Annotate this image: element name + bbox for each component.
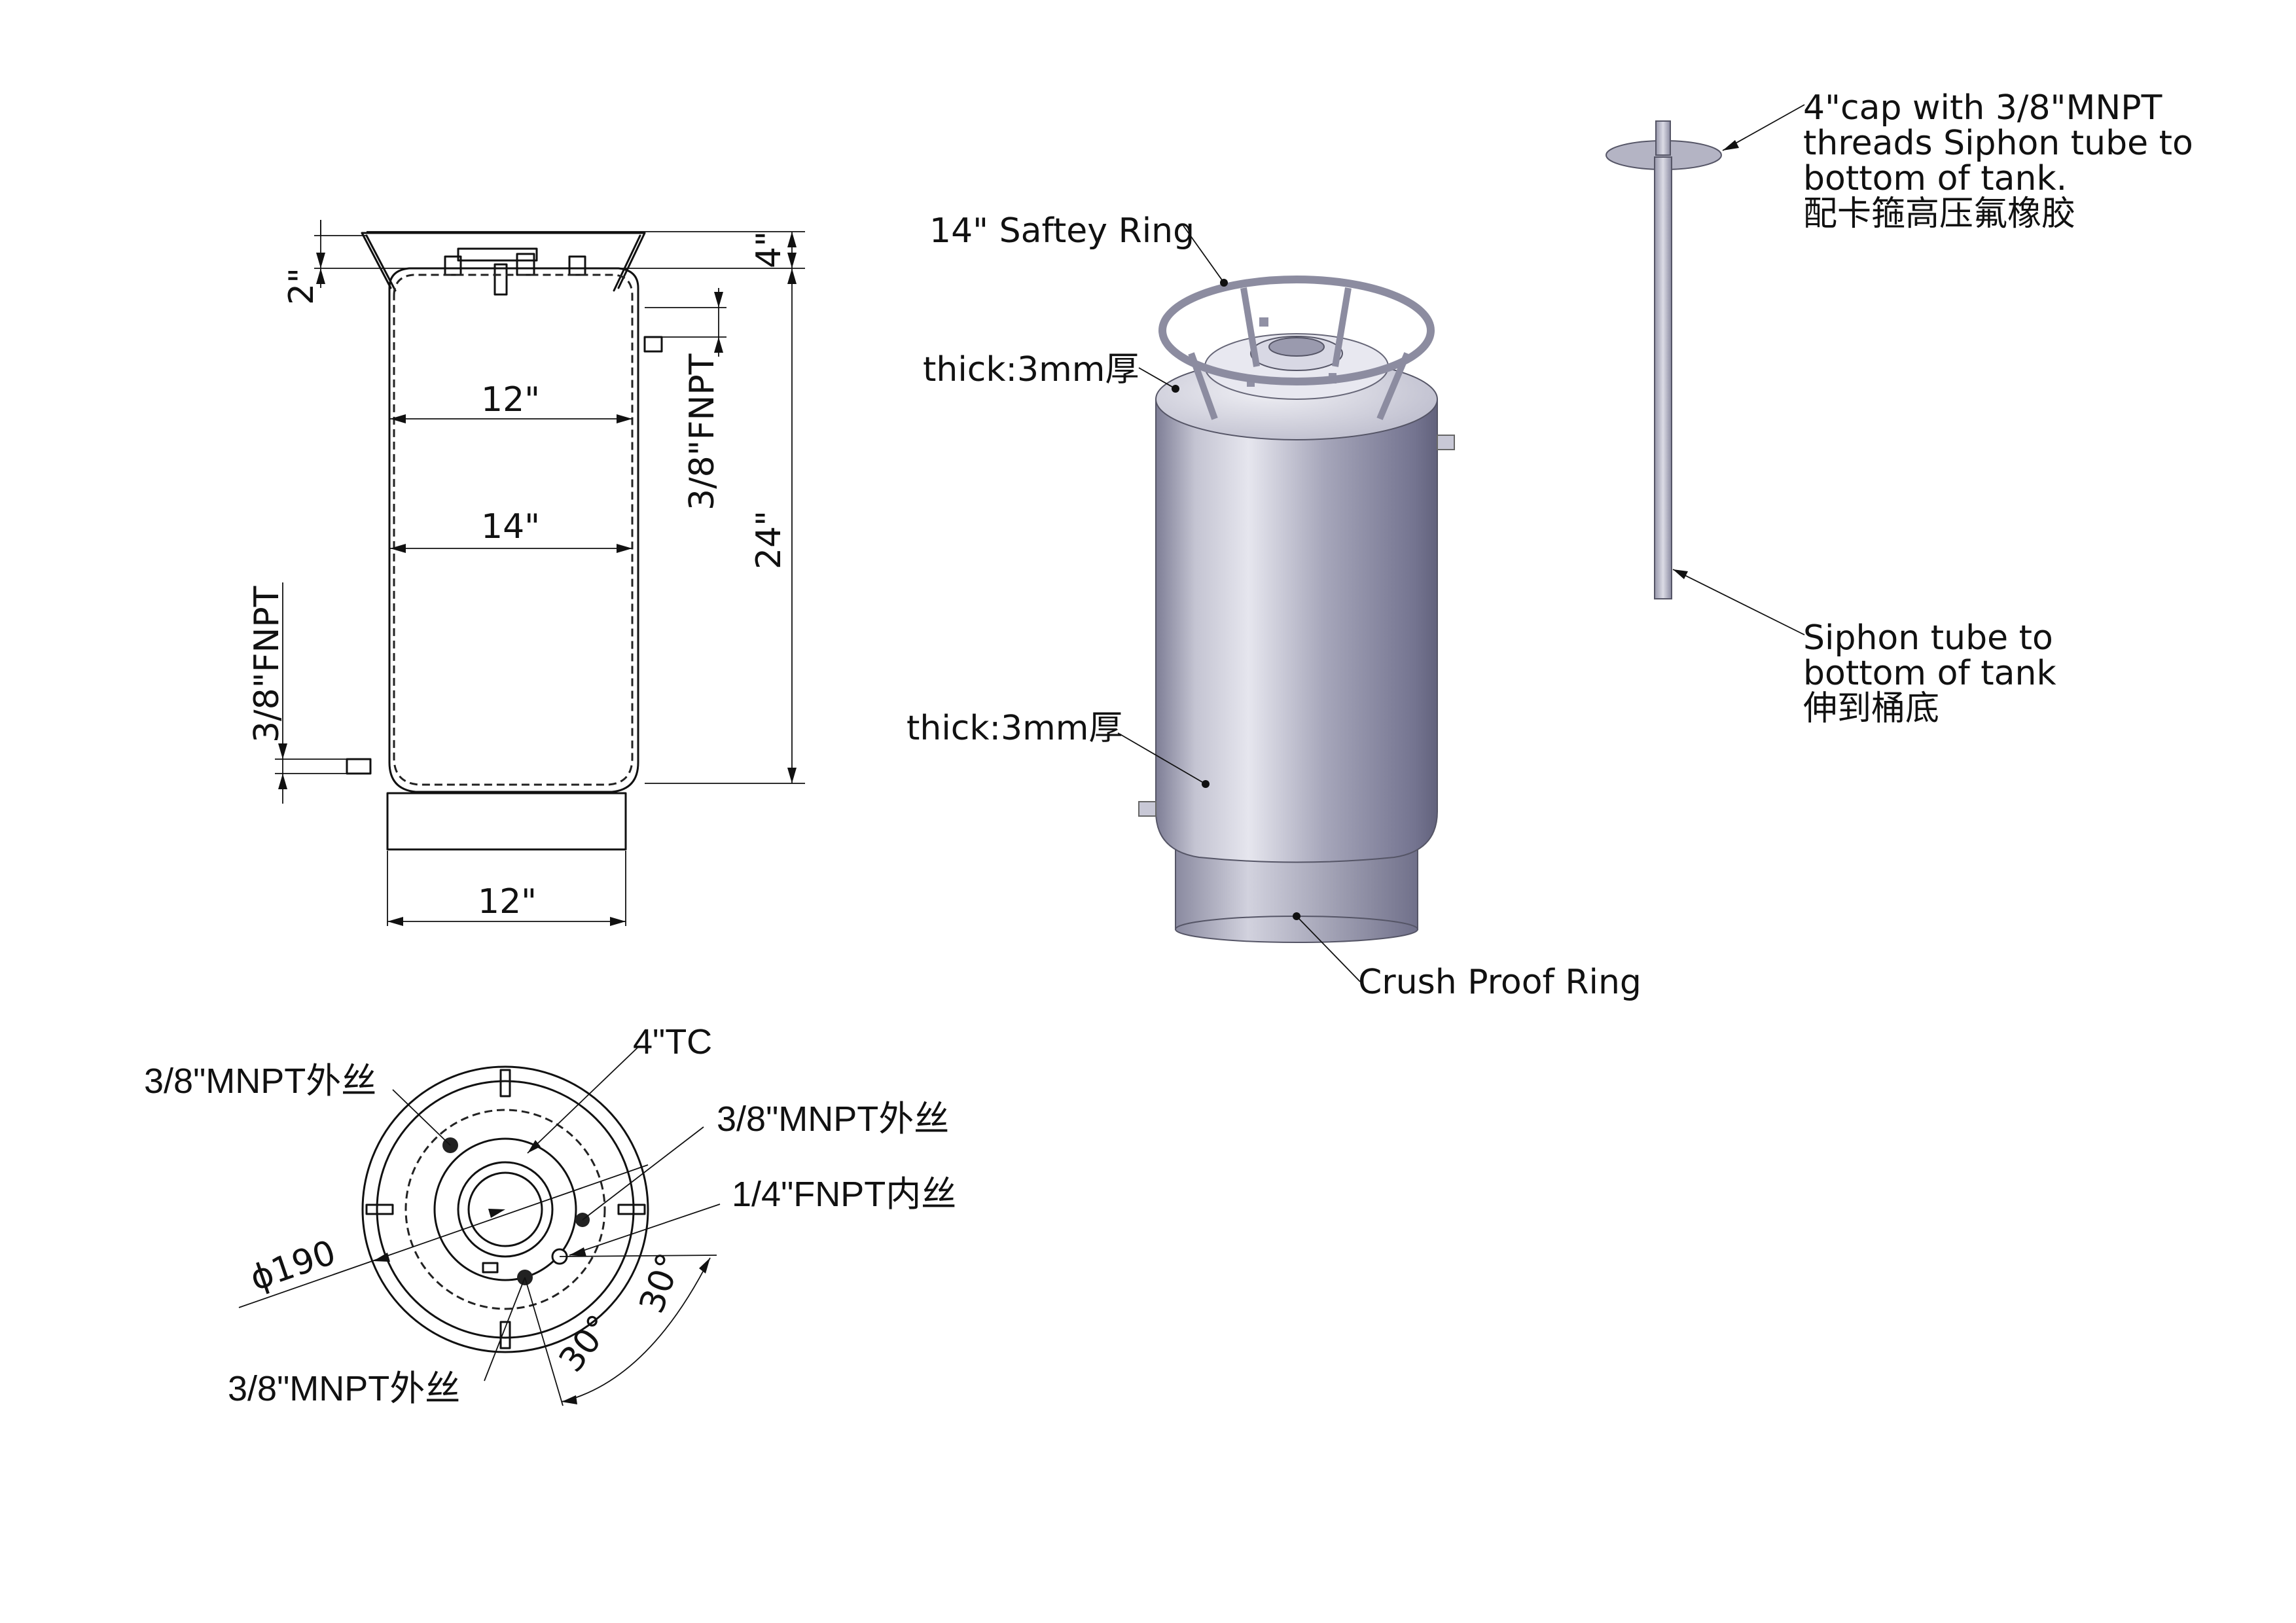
top-view: ϕ190 30° 30° 3/8"MNPT外丝 4"TC 3/8"MNPT外丝 … xyxy=(144,1022,956,1408)
top-tc-outer xyxy=(457,1161,554,1258)
cap-note-line2: threads Siphon tube to xyxy=(1803,124,2193,163)
front-ring-legs xyxy=(365,234,641,292)
front-base-ring xyxy=(386,792,627,851)
iso-port-lower xyxy=(1138,801,1157,817)
dim-outer-14-label: 14" xyxy=(481,507,540,546)
mnpt-bottom-label: 3/8"MNPT外丝 xyxy=(228,1369,460,1408)
dim-top-2-label: 2" xyxy=(282,268,321,305)
front-port-upper xyxy=(643,336,663,353)
tube-note-line3: 伸到桶底 xyxy=(1803,689,1939,728)
iso-safety-ring xyxy=(1158,276,1435,385)
front-fitting-right xyxy=(568,255,586,276)
front-fitting-left xyxy=(444,255,462,276)
siphon-tube-view: 4"cap with 3/8"MNPT threads Siphon tube … xyxy=(1605,88,2193,728)
tube-note-line2: bottom of tank xyxy=(1803,654,2056,693)
thick-side-label: thick:3mm厚 xyxy=(906,709,1122,748)
top-tc-inner xyxy=(467,1171,543,1247)
crush-ring-label: Crush Proof Ring xyxy=(1358,963,1641,1002)
front-port-lower xyxy=(346,758,372,775)
cap-note-line4: 配卡箍高压氟橡胶 xyxy=(1803,194,2075,234)
port-lower-label: 3/8"FNPT xyxy=(247,586,287,743)
angle-label-1: 30° xyxy=(552,1308,620,1380)
iso-tank-body xyxy=(1155,399,1438,863)
port-upper-label: 3/8"FNPT xyxy=(683,353,722,510)
mnpt-upper-left-label: 3/8"MNPT外丝 xyxy=(144,1061,376,1101)
front-top-flange xyxy=(457,247,538,262)
cap-note-line1: 4"cap with 3/8"MNPT xyxy=(1803,88,2162,128)
safety-ring-label: 14" Saftey Ring xyxy=(929,211,1194,251)
dim-top-4-label: 4" xyxy=(749,231,789,268)
mnpt-right-label: 3/8"MNPT外丝 xyxy=(717,1099,949,1139)
top-outer-ring xyxy=(361,1065,649,1353)
dim-base-12-label: 12" xyxy=(478,882,537,921)
front-tank-shell xyxy=(388,267,639,793)
siphon-cap-nipple xyxy=(1655,120,1671,156)
cap-note-line3: bottom of tank. xyxy=(1803,159,2067,198)
front-tank-inner-wall xyxy=(393,274,634,786)
top-shell-circle xyxy=(404,1109,606,1310)
dim-inner-12-label: 12" xyxy=(481,380,540,419)
siphon-tube xyxy=(1654,156,1672,599)
top-outer-ring-inner xyxy=(376,1080,635,1339)
tube-note-line1: Siphon tube to xyxy=(1803,618,2053,658)
front-center-pipe xyxy=(493,263,508,296)
top-dome-circle xyxy=(433,1137,577,1281)
isometric-view: 14" Saftey Ring thick:3mm厚 thick:3mm厚 Cr… xyxy=(906,211,1641,1002)
front-view: 4" 2" 24" 3/8"FNPT 3/8"FNPT 12" 14" xyxy=(247,220,805,926)
fnpt-label: 1/4"FNPT内丝 xyxy=(732,1175,956,1214)
dim-height-24-label: 24" xyxy=(749,510,789,569)
iso-ring-legs xyxy=(1188,287,1410,420)
front-fitting-mid xyxy=(516,253,535,276)
tc-label: 4"TC xyxy=(633,1022,712,1061)
iso-port-upper xyxy=(1437,435,1455,450)
thick-top-label: thick:3mm厚 xyxy=(923,350,1139,389)
